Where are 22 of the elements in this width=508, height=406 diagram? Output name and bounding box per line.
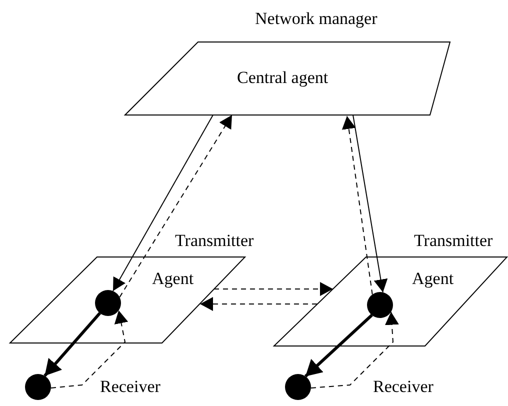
arrow	[112, 114, 214, 292]
dot	[367, 292, 393, 318]
arrow	[310, 311, 399, 388]
node-caption: Receiver	[373, 377, 434, 397]
arrow	[50, 310, 128, 388]
dot	[25, 374, 51, 400]
arrow	[119, 114, 232, 298]
heading-label: Transmitter	[175, 231, 254, 251]
dot	[95, 290, 121, 316]
heading-label: Network manager	[255, 9, 378, 29]
arrow	[342, 116, 373, 295]
node-caption: Receiver	[100, 377, 160, 397]
arrow	[352, 114, 388, 293]
node-label: Central agent	[237, 68, 328, 88]
node-label: Agent	[152, 269, 194, 289]
dot	[285, 374, 311, 400]
arrow	[200, 297, 318, 311]
node-label: Agent	[412, 269, 454, 289]
arrow	[214, 282, 334, 296]
arrow	[44, 312, 101, 377]
heading-label: Transmitter	[414, 231, 493, 251]
arrow	[304, 314, 373, 378]
